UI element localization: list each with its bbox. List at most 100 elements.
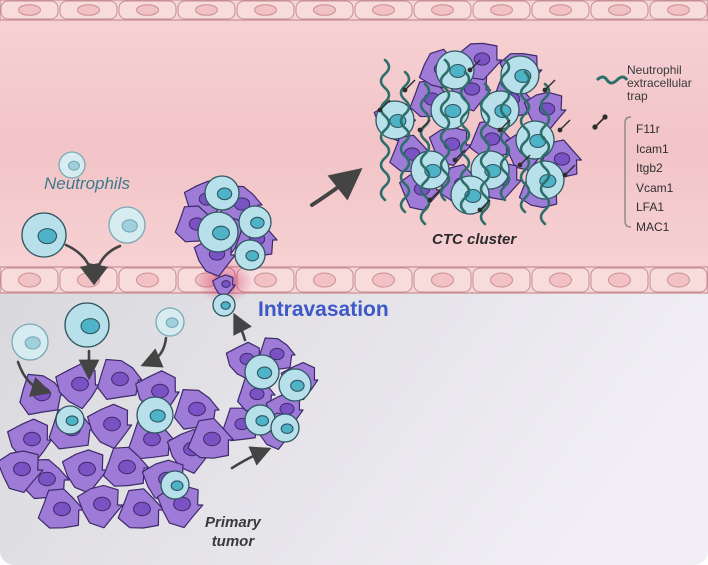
arrow-to-ctc: [310, 168, 363, 207]
arrows: [16, 168, 363, 470]
net-strand: [479, 82, 491, 226]
endothelial-nucleus: [18, 272, 41, 288]
tumor-nucleus: [249, 387, 265, 401]
arrow-cluster-up: [233, 312, 252, 342]
primary-tumor-label-line2: tumor: [211, 533, 255, 550]
legend-net-line1: Neutrophil: [627, 63, 682, 77]
endothelial-nucleus: [431, 272, 454, 288]
adhesion-molecule-end: [562, 172, 568, 178]
net-strand: [459, 70, 471, 214]
net-strand: [499, 58, 511, 202]
endothelial-nucleus: [313, 4, 336, 16]
legend-molecule: Icam1: [636, 141, 669, 156]
neutrophil-nucleus: [449, 63, 467, 78]
tumor-nucleus: [151, 383, 169, 399]
net-strand: [519, 70, 531, 214]
tumor-nucleus: [279, 402, 295, 416]
tumor-nucleus: [53, 501, 71, 517]
net-strand: [379, 58, 391, 202]
tumor-nucleus: [38, 471, 56, 487]
endothelial-nucleus: [431, 4, 454, 16]
tumor-nucleus: [71, 376, 89, 392]
tumor-nucleus: [269, 347, 285, 361]
legend: [592, 75, 632, 228]
arrow-neutrophil-to-tumor-3: [140, 336, 168, 368]
neutrophils-label: Neutrophils: [44, 174, 130, 193]
neutrophil-nucleus: [255, 415, 270, 427]
endothelial-nucleus: [254, 4, 277, 16]
legend-net-line2: extracellular: [627, 76, 692, 90]
endothelial-nucleus: [667, 272, 690, 288]
neutrophil-nucleus: [250, 216, 265, 229]
adhesion-molecule-end: [477, 207, 483, 213]
neutrophil-group: [11, 151, 185, 361]
migrating-cluster: [221, 337, 319, 450]
neutrophil-nucleus: [256, 366, 273, 380]
endothelial-nucleus: [195, 4, 218, 16]
neutrophil-nucleus: [165, 317, 179, 329]
tumor-nucleus: [188, 401, 206, 417]
adhesion-molecule-end: [377, 107, 383, 113]
blood-vessel: [0, 0, 708, 290]
legend-molecule: F11r: [636, 122, 660, 136]
legend-adhesion-molecule: [592, 114, 608, 130]
neutrophil-nucleus: [24, 336, 41, 350]
neutrophil-nucleus: [290, 379, 305, 392]
intravasation-label: Intravasation: [258, 298, 389, 321]
legend-molecule: MAC1: [636, 219, 670, 234]
endothelial-nucleus: [490, 4, 513, 16]
endothelial-nucleus: [667, 4, 690, 16]
legend-molecule: Vcam1: [636, 180, 674, 195]
endothelial-nucleus: [608, 272, 631, 288]
neutrophil-nucleus: [80, 318, 101, 335]
ctc-cluster-label: CTC cluster: [432, 231, 517, 248]
net-strand: [399, 70, 411, 214]
endothelial-nucleus: [372, 272, 395, 288]
adhesion-molecule-end: [557, 127, 563, 133]
legend-net-label: Neutrophil extracellular trap: [627, 64, 692, 103]
tumor-nucleus: [13, 461, 31, 477]
adhesion-molecule-end: [417, 127, 423, 133]
tumor-nucleus: [111, 371, 129, 387]
ctc-cluster-mass: [373, 42, 582, 226]
adhesion-molecule-end: [497, 127, 503, 133]
legend-molecule-list: F11r Icam1 Itgb2 Vcam1 LFA1 MAC1: [636, 120, 673, 237]
primary-tumor-label-line1: Primary: [205, 514, 261, 531]
legend-molecule: Itgb2: [636, 161, 663, 175]
neutrophil-nucleus: [65, 415, 79, 427]
neutrophil-nucleus: [170, 480, 184, 492]
neutrophil-nucleus: [216, 187, 233, 201]
tumor-nucleus: [103, 416, 121, 432]
tumor-nucleus: [203, 431, 221, 447]
net-strand: [439, 58, 451, 202]
adhesion-molecule-end: [542, 87, 548, 93]
arrow-neutrophil-in-2: [87, 244, 122, 286]
tumor-nucleus: [553, 152, 571, 166]
neutrophil-nucleus: [245, 250, 260, 262]
adhesion-molecule-end: [452, 157, 458, 163]
endothelial-nucleus: [136, 272, 159, 288]
adhesion-molecule-end: [427, 197, 433, 203]
endothelial-nucleus: [313, 272, 336, 288]
tumor-nucleus: [23, 431, 41, 447]
neutrophil-nucleus: [149, 409, 166, 423]
tumor-nucleus: [93, 496, 111, 512]
neutrophil-nucleus: [280, 423, 294, 435]
endothelial-nucleus: [254, 272, 277, 288]
arrow-neutrophil-to-tumor-1: [16, 360, 52, 397]
neutrophil-nucleus: [37, 228, 58, 245]
adhesion-molecule-end: [467, 67, 473, 73]
adhesion-molecule-end: [517, 162, 523, 168]
tumor-nucleus: [118, 459, 136, 475]
endothelial-nucleus: [77, 4, 100, 16]
legend-molecule: LFA1: [636, 200, 665, 214]
neutrophil-nucleus: [444, 103, 462, 118]
tumor-nucleus: [78, 461, 96, 477]
adhesion-molecule-end: [402, 87, 408, 93]
tumor-nucleus: [143, 431, 161, 447]
neutrophil-nucleus: [67, 160, 80, 171]
legend-net-line3: trap: [627, 89, 648, 103]
endothelial-nucleus: [549, 272, 572, 288]
